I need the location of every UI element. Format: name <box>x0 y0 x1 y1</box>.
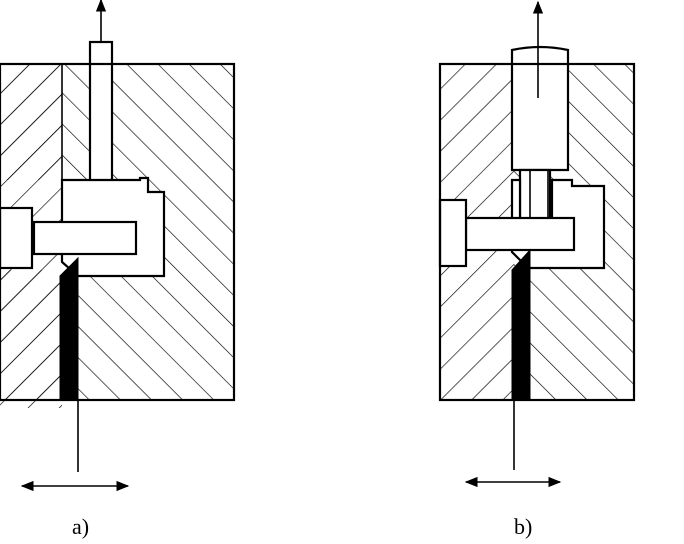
panel-a-left-stub <box>0 206 34 270</box>
panel-a-caption: a) <box>72 514 89 539</box>
panel-b-black-channel <box>511 248 531 401</box>
panel-a: a) <box>0 0 236 539</box>
panel-a-cross-bar <box>32 220 138 256</box>
panel-a-black-channel <box>59 256 79 401</box>
panel-b-caption: b) <box>514 514 532 539</box>
panel-b-outline <box>438 62 636 402</box>
panel-b-left-stub <box>438 198 468 268</box>
panel-b-top-bore <box>510 45 570 172</box>
panel-b: b) <box>438 0 636 539</box>
panel-b-neck <box>518 168 552 222</box>
panel-a-outline <box>0 62 236 402</box>
panel-b-cross-bar <box>464 216 576 252</box>
